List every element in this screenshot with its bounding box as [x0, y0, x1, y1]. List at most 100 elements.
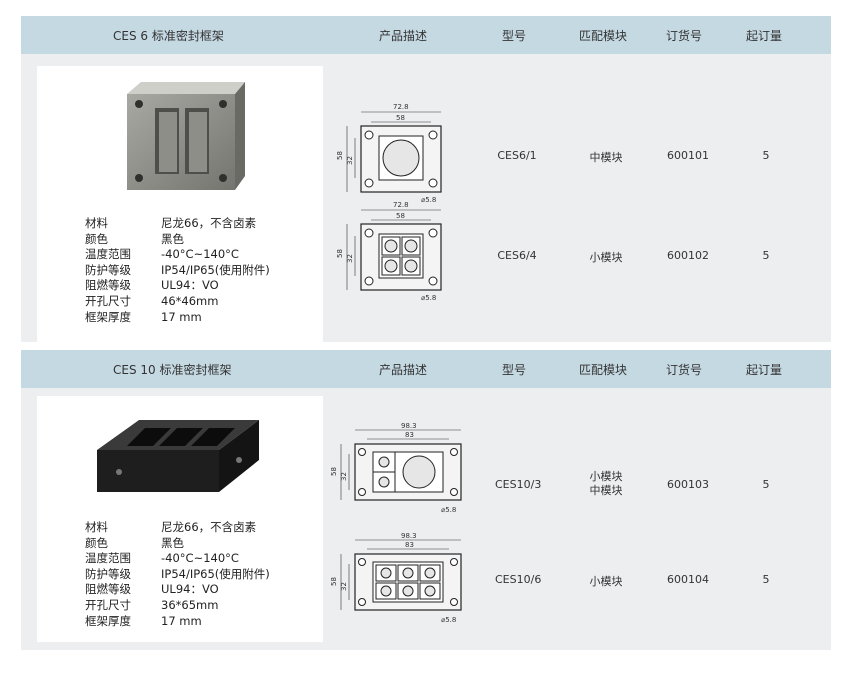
spec-value: UL94：VO: [161, 278, 219, 293]
cell-model: CES10/6: [495, 573, 542, 586]
spec-label: 颜色: [85, 231, 108, 246]
section-title: CES 6 标准密封框架: [113, 29, 224, 43]
col-description: 产品描述: [379, 29, 428, 43]
drawing-ces6-1: 72.8 58 58 32 ⌀5.8: [336, 103, 442, 204]
dim-h-inner: 32: [346, 156, 354, 165]
spec-list: 材料 尼龙66，不含卤素 颜色 黑色 温度范围-40°C~140°C 防护等级 IP5…: [85, 216, 270, 325]
dim-inner: 83: [405, 431, 414, 439]
cell-model: CES6/4: [497, 249, 537, 262]
spec-label: 温度范围: [85, 551, 131, 566]
section-title: CES 10 标准密封框架: [113, 363, 232, 377]
cell-order-no: 600102: [667, 249, 709, 262]
dim-hole: ⌀5.8: [421, 196, 436, 204]
ces6-frame-photo: [127, 82, 245, 190]
dim-hole: ⌀5.8: [421, 294, 436, 302]
spec-row: 防护等级 IP54/IP65(使用附件): [85, 567, 270, 583]
cell-moq: 5: [762, 249, 770, 262]
cell-order-no: 600101: [667, 149, 709, 162]
cell-module: 小模块: [581, 573, 631, 589]
dim-inner: 83: [405, 541, 414, 549]
spec-value: IP54/IP65(使用附件): [161, 566, 270, 581]
spec-label: 框架厚度: [85, 613, 131, 628]
col-model: 型号: [502, 29, 527, 43]
spec-value: 尼龙66，不含卤素: [161, 216, 257, 230]
section-header: CES 6 标准密封框架 产品描述 型号 匹配模块 订货号 起订量: [21, 16, 831, 54]
spec-row: 防护等级 IP54/IP65(使用附件): [85, 263, 270, 279]
spec-label: 防护等级: [85, 262, 131, 277]
module-line: 中模块: [589, 484, 623, 497]
cell-order-no: 600103: [667, 478, 709, 491]
spec-row: 阻燃等级 UL94：VO: [85, 278, 270, 294]
spec-label: 阻燃等级: [85, 278, 131, 293]
dim-outer: 98.3: [401, 532, 417, 540]
module-line: 小模块: [589, 251, 623, 264]
spec-row: 框架厚度 17 mm: [85, 614, 270, 630]
dim-h-inner: 32: [340, 582, 348, 591]
spec-value: 17 mm: [161, 613, 202, 628]
spec-label: 材料: [85, 520, 108, 534]
spec-row: 阻燃等级 UL94：VO: [85, 582, 270, 598]
col-module: 匹配模块: [579, 29, 628, 43]
spec-row: 开孔尺寸 36*65mm: [85, 598, 270, 614]
module-line: 小模块: [589, 575, 623, 588]
dim-h-outer: 58: [336, 249, 344, 258]
module-line: 小模块: [589, 470, 623, 483]
dim-hole: ⌀5.8: [441, 616, 456, 624]
spec-row: 温度范围 -40°C~140°C: [85, 551, 270, 567]
spec-label: 防护等级: [85, 566, 131, 581]
spec-value: UL94：VO: [161, 582, 219, 597]
cell-order-no: 600104: [667, 573, 709, 586]
cell-module: 中模块: [581, 149, 631, 165]
spec-row: 温度范围-40°C~140°C: [85, 247, 270, 263]
cell-moq: 5: [762, 573, 770, 586]
spec-value: 17 mm: [161, 309, 202, 324]
col-description: 产品描述: [379, 363, 428, 377]
module-line: 中模块: [589, 151, 623, 164]
spec-label: 框架厚度: [85, 309, 131, 324]
cell-module: 小模块 中模块: [581, 470, 631, 498]
spec-label: 开孔尺寸: [85, 597, 131, 612]
spec-value: 尼龙66，不含卤素: [161, 520, 257, 534]
product-photo-panel: 材料 尼龙66，不含卤素 颜色 黑色 温度范围 -40°C~140°C 防护等级 IP5…: [37, 396, 323, 642]
spec-row: 框架厚度 17 mm: [85, 310, 270, 326]
col-order-no: 订货号: [666, 29, 703, 43]
section-ces6: CES 6 标准密封框架 产品描述 型号 匹配模块 订货号 起订量 材料 尼龙66…: [21, 16, 831, 342]
product-photo-panel: 材料 尼龙66，不含卤素 颜色 黑色 温度范围-40°C~140°C 防护等级 IP5…: [37, 66, 323, 342]
dim-h-outer: 58: [336, 151, 344, 160]
cell-model: CES10/3: [495, 478, 542, 491]
ces10-frame-photo: [97, 420, 259, 492]
dim-inner: 58: [396, 212, 405, 220]
section-header: CES 10 标准密封框架 产品描述 型号 匹配模块 订货号 起订量: [21, 350, 831, 388]
spec-label: 颜色: [85, 535, 108, 550]
dim-h-inner: 32: [346, 254, 354, 263]
spec-label: 材料: [85, 216, 108, 230]
spec-row: 开孔尺寸 46*46mm: [85, 294, 270, 310]
drawing-ces6-4: 72.8 58 58 32 ⌀5.8: [336, 201, 442, 302]
col-module: 匹配模块: [579, 363, 628, 377]
col-moq: 起订量: [746, 363, 783, 377]
spec-list: 材料 尼龙66，不含卤素 颜色 黑色 温度范围 -40°C~140°C 防护等级 IP5…: [85, 520, 270, 629]
cell-moq: 5: [762, 478, 770, 491]
cell-model: CES6/1: [497, 149, 537, 162]
dim-h-outer: 58: [331, 577, 338, 586]
section-ces10: CES 10 标准密封框架 产品描述 型号 匹配模块 订货号 起订量 材料 尼龙6…: [21, 350, 831, 650]
spec-label: 温度范围: [85, 247, 131, 262]
spec-value: IP54/IP65(使用附件): [161, 262, 270, 277]
spec-value: 黑色: [161, 535, 184, 550]
dim-h-inner: 32: [340, 472, 348, 481]
col-order-no: 订货号: [666, 363, 703, 377]
spec-value: 46*46mm: [161, 293, 219, 308]
dim-inner: 58: [396, 114, 405, 122]
spec-value: 黑色: [161, 231, 184, 246]
spec-value: 36*65mm: [161, 597, 219, 612]
col-moq: 起订量: [746, 29, 783, 43]
spec-label: 开孔尺寸: [85, 293, 131, 308]
cell-moq: 5: [762, 149, 770, 162]
spec-value: -40°C~140°C: [161, 551, 239, 566]
spec-label: 阻燃等级: [85, 582, 131, 597]
dim-outer: 98.3: [401, 422, 417, 430]
spec-row: 颜色 黑色: [85, 232, 270, 248]
spec-row: 颜色 黑色: [85, 536, 270, 552]
dim-hole: ⌀5.8: [441, 506, 456, 514]
dim-outer: 72.8: [393, 103, 409, 111]
